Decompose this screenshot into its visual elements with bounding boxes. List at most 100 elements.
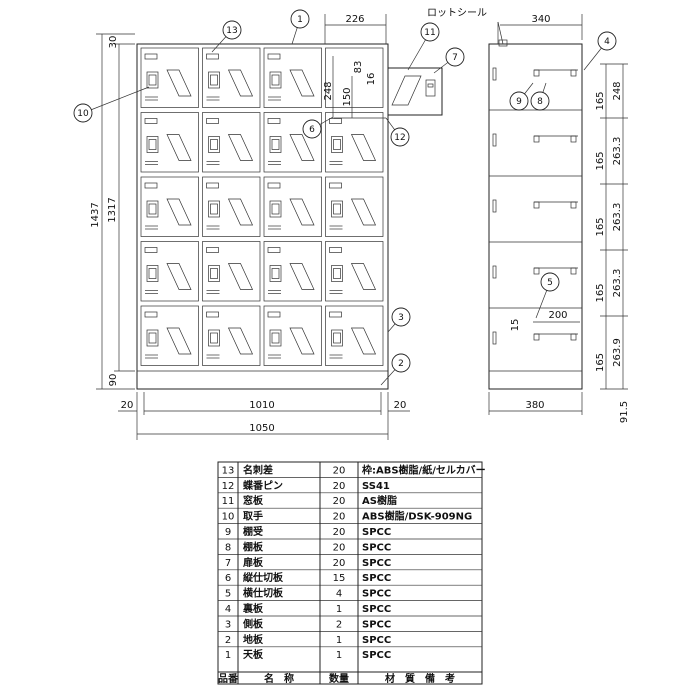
- handle: [208, 265, 220, 282]
- callout-number: 8: [537, 97, 543, 107]
- handle: [208, 136, 220, 153]
- card-holder: [144, 311, 158, 318]
- card-holder: [206, 247, 219, 253]
- locker-door: [140, 47, 199, 108]
- handle: [208, 200, 220, 218]
- row-material: SPCC: [362, 527, 391, 538]
- dim-side-base: 91.5: [619, 401, 630, 423]
- table-header-name: 名 称: [264, 672, 294, 685]
- locker-door: [140, 305, 199, 366]
- card-holder: [206, 53, 219, 60]
- callout-number: 6: [309, 125, 315, 135]
- row-material: SPCC: [362, 604, 391, 615]
- row-qty: 20: [333, 558, 346, 569]
- dim-side-top: 340: [531, 14, 550, 25]
- row-material: 枠:ABS樹脂/紙/セルカバー: [362, 463, 486, 476]
- callout-number: 12: [394, 133, 405, 143]
- locker-door: [325, 176, 384, 237]
- row-qty: 4: [336, 589, 342, 600]
- row-name: 扉板: [242, 556, 264, 569]
- row-material: SPCC: [362, 589, 391, 600]
- row-name: 側板: [242, 617, 264, 630]
- row-material: SS41: [362, 481, 390, 492]
- row-name: 天板: [243, 648, 264, 661]
- callout-10: 10: [73, 86, 150, 123]
- dim-door-height: 248: [323, 81, 334, 100]
- row-qty: 2: [336, 619, 342, 630]
- callout-12: 12: [385, 117, 410, 147]
- table-header-no: 品番: [218, 672, 239, 685]
- handle: [208, 71, 220, 89]
- dim-shelf-165: 165: [595, 217, 606, 236]
- row-name: 棚受: [243, 525, 263, 538]
- handle: [146, 265, 159, 282]
- front-view: [136, 43, 443, 390]
- window: [350, 327, 377, 355]
- callout-number: 11: [424, 28, 435, 38]
- dim-door-width: 226: [345, 14, 364, 25]
- locker-door: [263, 241, 322, 302]
- side-outline: [488, 43, 583, 390]
- dim-offset-83: 83: [353, 61, 364, 74]
- callout-5: 5: [535, 272, 560, 319]
- row-no: 4: [225, 604, 231, 615]
- window: [289, 134, 315, 161]
- callout-6: 6: [302, 116, 334, 139]
- locker-door: [202, 241, 261, 302]
- window: [227, 327, 254, 355]
- locker-door: [263, 305, 322, 366]
- row-no: 8: [225, 542, 231, 553]
- handle: [146, 71, 159, 89]
- window: [289, 327, 315, 355]
- side-shelves: [489, 67, 582, 345]
- card-holder: [206, 118, 219, 124]
- row-no: 12: [222, 481, 235, 492]
- cabinet-outline: [136, 43, 389, 390]
- row-material: AS樹脂: [362, 494, 397, 507]
- locker-door: [140, 176, 199, 237]
- card-holder: [144, 247, 158, 253]
- callout-4: 4: [583, 31, 617, 71]
- row-name: 蝶番ピン: [243, 479, 283, 492]
- window: [350, 263, 377, 290]
- callout-number: 5: [547, 278, 553, 288]
- window: [227, 198, 254, 226]
- row-no: 6: [225, 573, 231, 584]
- callout-1: 1: [290, 9, 310, 45]
- open-door: [387, 67, 443, 116]
- dim-shelf-pitch: 248: [612, 81, 623, 100]
- dim-inner-width: 1010: [249, 400, 274, 411]
- callout-9: 9: [509, 82, 534, 111]
- window: [166, 327, 192, 355]
- callout-7: 7: [433, 47, 465, 74]
- window: [227, 263, 254, 290]
- front-dimensions: 1437 1317 30 90 1010 1050 20 20 226 248 …: [90, 14, 410, 440]
- window: [289, 69, 315, 97]
- window: [227, 69, 254, 97]
- row-material: SPCC: [362, 558, 391, 569]
- row-qty: 1: [336, 635, 342, 646]
- card-holder: [267, 247, 281, 253]
- row-name: 窓板: [243, 494, 264, 507]
- locker-door: [325, 112, 384, 173]
- callout-number: 9: [516, 97, 522, 107]
- dim-base-height: 90: [108, 374, 119, 387]
- callout-2: 2: [380, 353, 411, 386]
- dim-top-gap: 30: [108, 36, 119, 49]
- row-material: SPCC: [362, 650, 391, 661]
- callout-number: 1: [297, 15, 303, 25]
- locker-door: [140, 241, 199, 302]
- card-holder: [329, 247, 342, 253]
- handle: [331, 200, 343, 218]
- row-no: 10: [222, 512, 235, 523]
- row-no: 9: [225, 527, 231, 538]
